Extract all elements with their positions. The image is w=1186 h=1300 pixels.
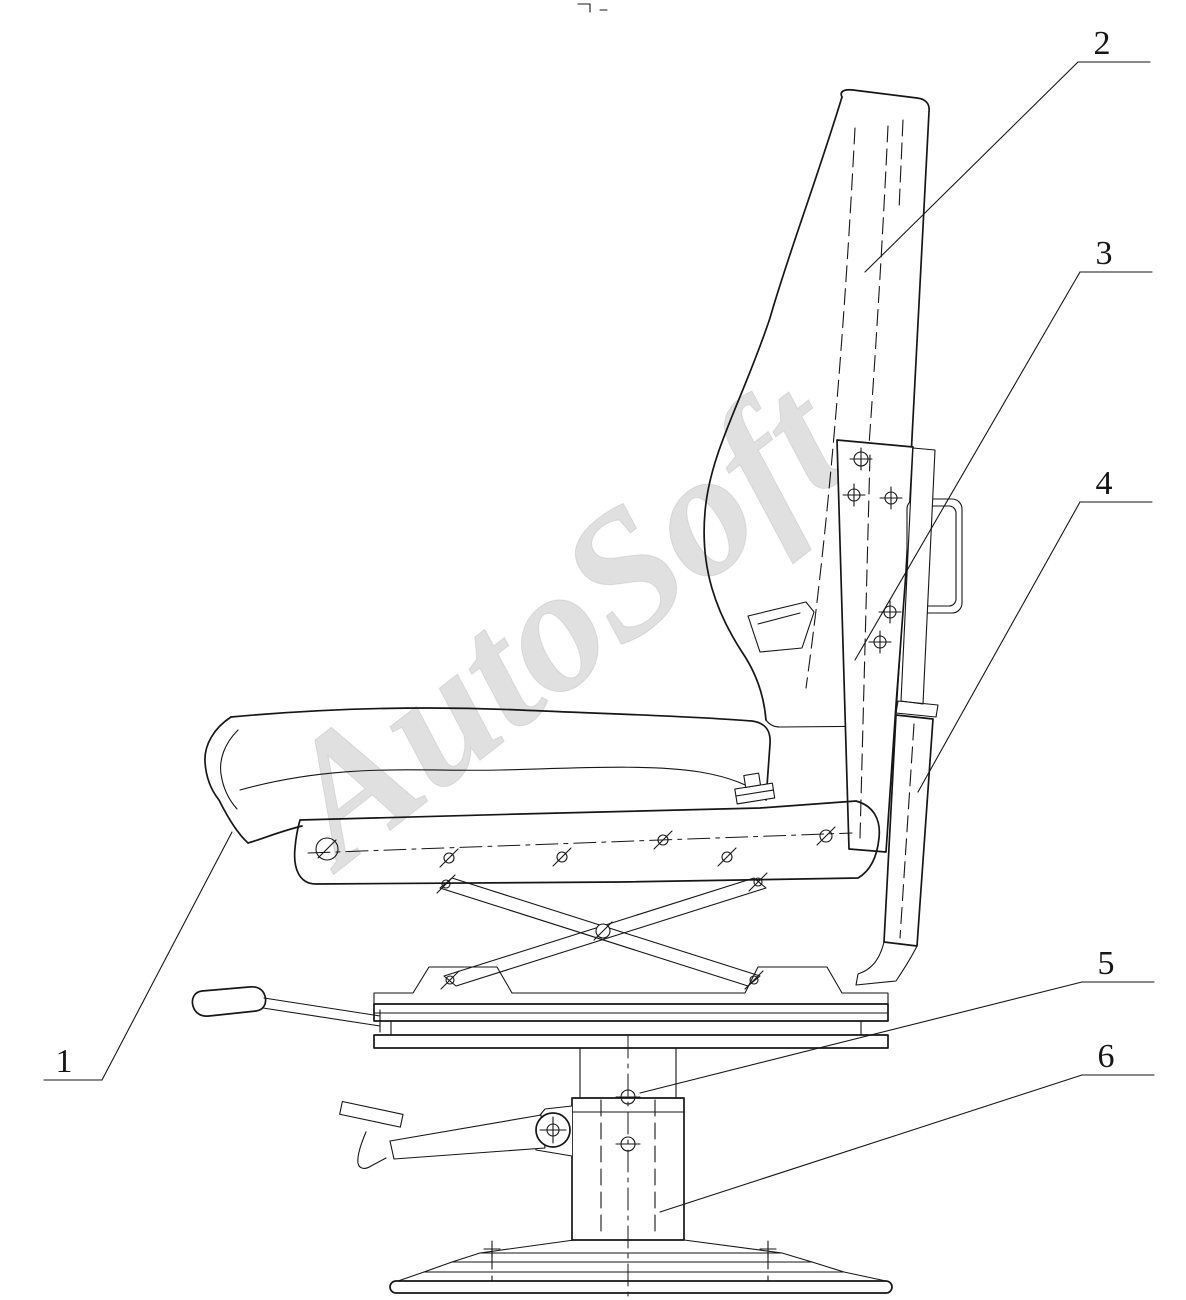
base-plate-tier-connectors [397,1271,887,1282]
pedal-hook [357,1131,387,1169]
lumbar-bracket-inner-line [757,612,801,625]
cushion-top-edge [230,707,771,801]
scissor-bar-a [443,877,767,987]
callout-3: 3 [854,235,1153,661]
column-inner-tube [579,1047,677,1099]
callout-2: 2 [864,25,1151,273]
callout-5-label: 5 [1098,945,1115,982]
base-plate-tier-3 [423,1261,845,1273]
callout-3-leader [854,271,1081,661]
callout-1-label: 1 [56,1043,73,1080]
base-plate [389,1239,893,1294]
base-plate-tier-2 [451,1252,813,1263]
lumbar-bracket-detail [747,601,815,653]
pedal-pivot-cross [539,1116,567,1144]
callout-2-label: 2 [1094,25,1111,62]
column-hidden-lines [600,1099,656,1239]
cushion-surface-contour [239,766,765,798]
seat-pan-centerline [307,832,853,854]
scissor-end-pivot-1 [445,975,455,985]
backrest-right-edge [840,88,930,727]
seat-pan-bolt-cross-marks [317,826,836,868]
suspension-rails [373,966,889,1049]
height-pedal [339,1100,573,1169]
lever-shaft [262,997,381,1033]
pedal-plate [339,1100,404,1128]
callout-3-label: 3 [1096,235,1113,272]
seat-pan-pivot-hole [315,837,339,861]
cushion-front-edge [204,716,303,844]
callout-4-label: 4 [1096,465,1113,502]
callout-4-leader [917,501,1081,793]
callout-2-leader [864,61,1079,273]
base-bolt-cross-marks [483,1240,777,1258]
cushion-latch-head [743,772,762,788]
callout-6-leader [659,1074,1083,1213]
watermark-text: AutoSoft [235,339,883,906]
backrest-bottom-edge [765,719,896,728]
slide-rail-foot [855,941,918,986]
scissor-mechanism [436,872,768,990]
scissor-cross-marks [436,872,768,990]
callout-1: 1 [43,831,233,1081]
slide-rail [855,447,939,986]
base-bottom-plate [389,1280,893,1294]
backrest-left-edge [703,96,843,721]
lever-grip [191,985,267,1017]
cushion-front-contour [220,729,239,810]
scissor-end-pivot-3 [441,879,451,889]
seat-pan [293,800,881,885]
seat-cushion [204,707,776,844]
cushion-latch-line [735,789,775,797]
base-hidden-bolts [491,1252,769,1282]
rail-middle-plate [390,1020,862,1036]
seat-pan-bolt-1 [443,852,455,864]
callout-6-label: 6 [1098,1038,1115,1075]
top-edge-mark-line [577,3,591,13]
pedal-plate-group [339,1100,404,1128]
callout-5-leader [639,981,1083,1094]
callout-4: 4 [917,465,1153,793]
backrest-hidden-line-1 [805,127,856,689]
rail-lower-plate [373,1034,889,1049]
base-skirt [479,1239,783,1254]
seat-pan-bolt-5 [819,829,833,843]
pedal-arm [389,1114,546,1160]
seat-pan-bolt-2 [556,851,568,863]
callout-6: 6 [659,1038,1155,1213]
backrest-frame-bracket [836,439,914,853]
seat-pan-bolt-4 [721,851,733,863]
backrest-hidden-line-3 [898,119,904,211]
cushion-latch [734,772,776,805]
bracket-bolt-cross-marks [842,447,903,654]
scissor-end-pivot-2 [753,877,763,887]
slide-rail-hidden-line [899,723,915,939]
slide-rail-step [895,700,939,718]
seat-pan-outline [293,800,881,885]
adjust-lever [191,985,381,1033]
callout-1-leader [101,831,233,1081]
support-column [571,1035,685,1299]
rail-top-profile [373,966,889,1005]
top-edge-mark [577,3,608,13]
bracket-hidden-line [859,454,871,839]
callout-5: 5 [639,945,1155,1094]
